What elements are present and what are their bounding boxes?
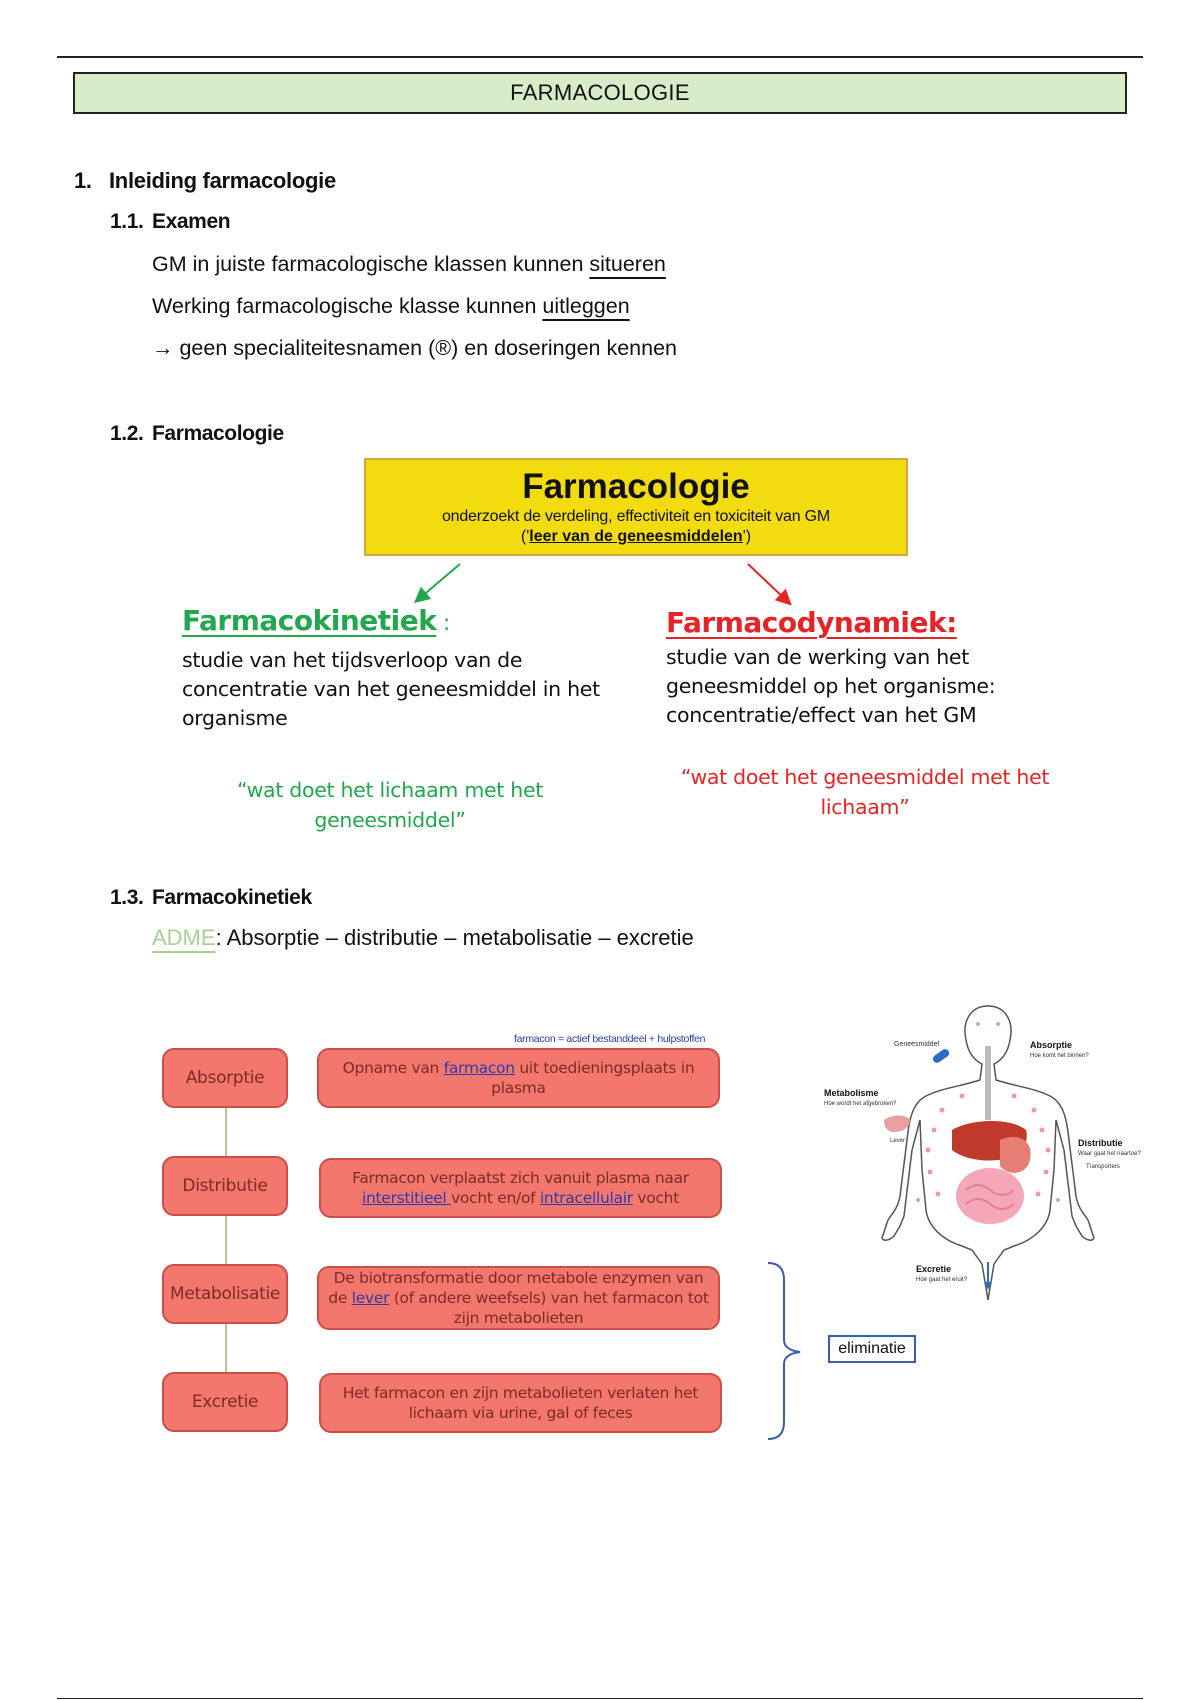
- link-lever[interactable]: lever: [351, 1289, 390, 1307]
- label-metabolisme-q: Hoe wordt het afgebroken?: [824, 1101, 897, 1107]
- section-number: 1.3.: [110, 886, 144, 909]
- farmacokinetiek-quote: “wat doet het lichaam met het geneesmidd…: [237, 778, 543, 832]
- top-rule: [57, 56, 1143, 58]
- adme-description: : Absorptie – distributie – metabolisati…: [215, 925, 694, 950]
- section-number: 1.: [74, 168, 92, 193]
- farmacologie-box: Farmacologie onderzoekt de verdeling, ef…: [364, 458, 908, 556]
- bold-underlined-text: leer van de geneesmiddelen: [529, 528, 743, 545]
- farmacokinetiek-title: Farmacokinetiek :: [182, 604, 450, 637]
- body-adme-illustration: Geneesmiddel Absorptie Hoe komt het binn…: [824, 1005, 1141, 1300]
- desc-absorptie: Opname van farmacon uit toedieningsplaat…: [317, 1048, 720, 1108]
- text: (': [520, 528, 530, 545]
- stomach-organ: [1000, 1136, 1031, 1173]
- chain-connector: [225, 1324, 227, 1372]
- bottom-rule: [57, 1698, 1143, 1699]
- section-number: 1.2.: [110, 422, 144, 445]
- label-absorptie-q: Hoe komt het binnen?: [1030, 1053, 1089, 1059]
- text: Opname van: [342, 1059, 444, 1077]
- label-distributie: Distributie: [1078, 1138, 1123, 1148]
- arrow-to-kinetiek: [413, 563, 461, 604]
- page-title-bar: FARMACOLOGIE: [73, 72, 1127, 114]
- adme-acronym: ADME: [152, 925, 216, 950]
- text: vocht: [632, 1189, 679, 1207]
- liver-icon: [884, 1115, 910, 1132]
- section-title: Examen: [152, 210, 231, 233]
- section-1-2-heading: 1.2. Farmacologie: [110, 422, 284, 446]
- desc-text: Opname van farmacon uit toedieningsplaat…: [325, 1058, 712, 1098]
- section-1-3-heading: 1.3. Farmacokinetiek: [110, 886, 312, 910]
- box-subtitle-2: ('leer van de geneesmiddelen'): [366, 527, 906, 547]
- label-absorptie: Absorptie: [1030, 1040, 1072, 1050]
- chain-connector: [225, 1108, 227, 1156]
- desc-metabolisatie: De biotransformatie door metabole enzyme…: [317, 1266, 720, 1330]
- pill-icon: [932, 1049, 950, 1063]
- section-title: Farmacokinetiek: [152, 886, 312, 909]
- eliminatie-box: eliminatie: [828, 1335, 916, 1363]
- label-transporters: Transporters: [1086, 1164, 1120, 1170]
- text: (of andere weefsels) van het farmacon to…: [389, 1289, 709, 1327]
- text: vocht en/of: [451, 1189, 540, 1207]
- distribution-arrows: [916, 1022, 1060, 1202]
- desc-text: De biotransformatie door metabole enzyme…: [325, 1268, 712, 1328]
- desc-excretie: Het farmacon en zijn metabolieten verlat…: [319, 1373, 722, 1433]
- label-distributie-q: Waar gaat het naartoe?: [1078, 1151, 1141, 1157]
- text: De biotransformatie door metabole enzyme…: [328, 1269, 704, 1307]
- step-distributie: Distributie: [162, 1156, 288, 1216]
- text: Farmacon verplaatst zich vanuit plasma n…: [352, 1169, 689, 1187]
- text: '): [742, 528, 752, 545]
- elimination-brace: [767, 1262, 801, 1440]
- intestines-organ: [956, 1168, 1024, 1224]
- title-text: Farmacokinetiek: [182, 604, 437, 637]
- step-absorptie: Absorptie: [162, 1048, 288, 1108]
- farmacodynamiek-title: Farmacodynamiek:: [666, 606, 957, 639]
- farmacodynamiek-quote: “wat doet het geneesmiddel met het licha…: [680, 765, 1050, 819]
- label-excretie-q: Hoe gaat het eruit?: [916, 1277, 968, 1283]
- exam-line-2: Werking farmacologische klasse kunnen ui…: [152, 294, 630, 319]
- arrow-to-dynamiek: [747, 563, 792, 606]
- underlined-word: situeren: [589, 252, 666, 276]
- section-title: Farmacologie: [152, 422, 284, 445]
- box-subtitle: onderzoekt de verdeling, effectiviteit e…: [441, 508, 831, 525]
- label-geneesmiddel: Geneesmiddel: [894, 1041, 940, 1048]
- label-lever: Lever: [890, 1138, 905, 1144]
- label-excretie: Excretie: [916, 1264, 951, 1274]
- title-colon: :: [436, 611, 450, 636]
- section-number: 1.1.: [110, 210, 144, 233]
- text: GM in juiste farmacologische klassen kun…: [152, 252, 590, 276]
- chain-connector: [225, 1216, 227, 1264]
- link-interstitieel[interactable]: interstitieel: [361, 1189, 452, 1207]
- farmacodynamiek-text: studie van de werking van het geneesmidd…: [666, 645, 996, 727]
- label-metabolisme: Metabolisme: [824, 1088, 879, 1098]
- title-text: Farmacodynamiek:: [666, 606, 957, 639]
- box-title: Farmacologie: [522, 467, 750, 506]
- step-excretie: Excretie: [162, 1372, 288, 1432]
- text: uit toedieningsplaats in plasma: [491, 1059, 695, 1097]
- adme-line: ADME: Absorptie – distributie – metaboli…: [152, 925, 694, 951]
- farmacon-note: farmacon = actief bestanddeel + hulpstof…: [514, 1033, 706, 1045]
- page-title: FARMACOLOGIE: [510, 80, 690, 105]
- text: Werking farmacologische klasse kunnen: [152, 294, 543, 318]
- section-title: Inleiding farmacologie: [109, 168, 336, 193]
- link-intracellulair[interactable]: intracellulair: [539, 1189, 633, 1207]
- body-outline: [881, 1005, 1095, 1300]
- section-1-heading: 1. Inleiding farmacologie: [74, 168, 336, 194]
- step-metabolisatie: Metabolisatie: [162, 1264, 288, 1324]
- underlined-word: uitleggen: [542, 294, 630, 318]
- section-1-1-heading: 1.1. Examen: [110, 210, 231, 234]
- link-farmacon[interactable]: farmacon: [443, 1059, 515, 1077]
- desc-distributie: Farmacon verplaatst zich vanuit plasma n…: [319, 1158, 722, 1218]
- desc-text: Farmacon verplaatst zich vanuit plasma n…: [327, 1168, 714, 1208]
- farmacokinetiek-text: studie van het tijdsverloop van de conce…: [182, 648, 600, 730]
- exam-line-1: GM in juiste farmacologische klassen kun…: [152, 252, 666, 277]
- exam-line-3: → geen specialiteitesnamen (®) en doseri…: [152, 336, 677, 360]
